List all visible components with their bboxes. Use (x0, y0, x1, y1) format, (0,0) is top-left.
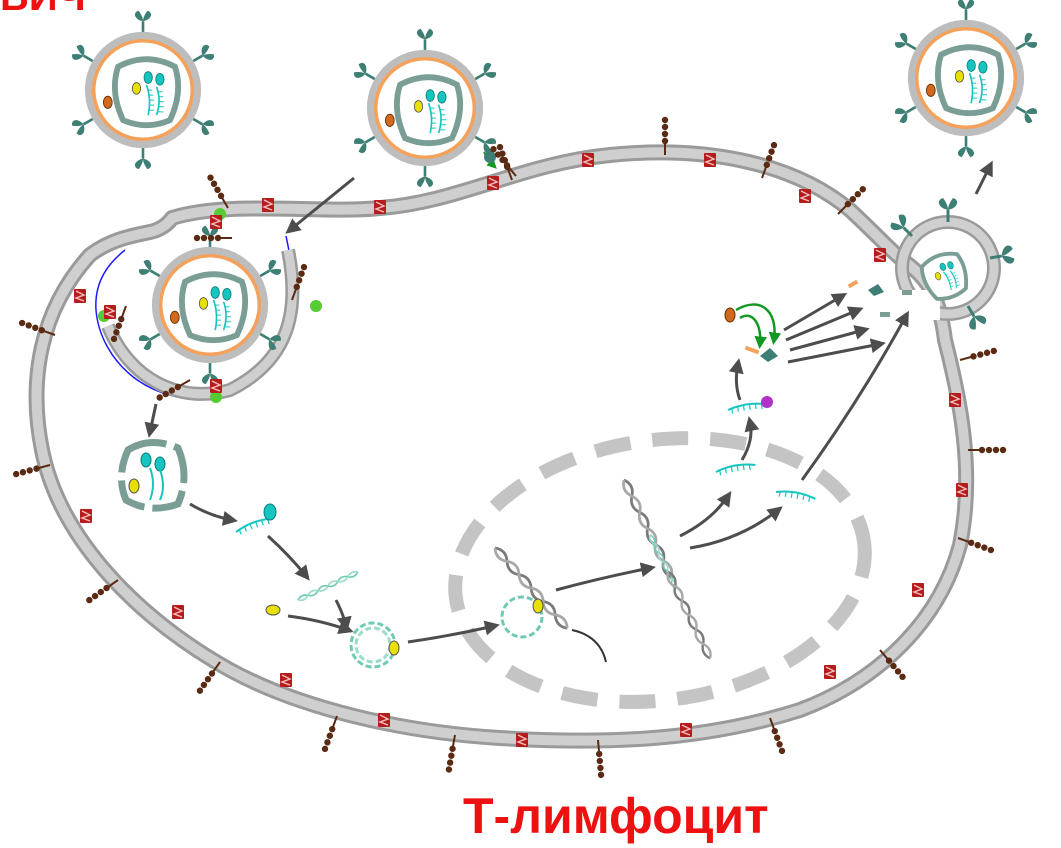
host-dna-integration (490, 544, 607, 663)
provirus (619, 477, 715, 661)
endosome (95, 208, 322, 403)
protein-assembly (724, 279, 912, 362)
cell-label: Т-лимфоцит (463, 788, 769, 844)
arrow-icon (144, 160, 993, 644)
reverse-transcriptase-icon (233, 503, 277, 537)
viral-rna-icon (714, 396, 817, 504)
nuclear-envelope-icon (448, 431, 872, 709)
circular-dna-icon (349, 621, 400, 669)
corner-label: ВИЧ (0, 0, 140, 12)
binding-event (483, 143, 520, 180)
uncoating-capsid (118, 439, 188, 512)
integrase-icon (265, 604, 281, 616)
budding-virion (887, 196, 1017, 333)
